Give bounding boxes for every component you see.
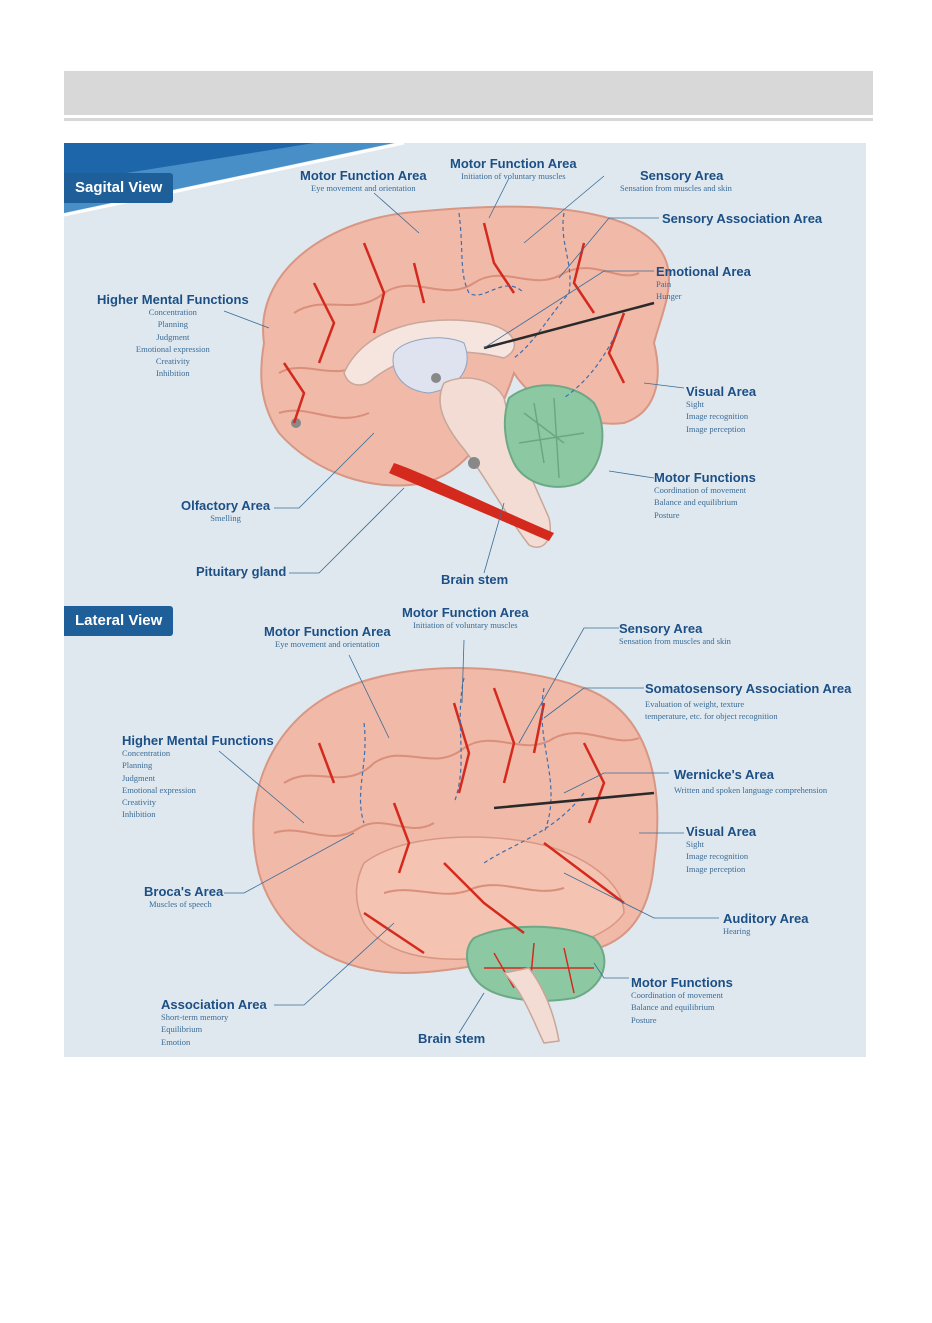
- lateral-label-higher-mental: Higher Mental Functions Concentration Pl…: [122, 734, 274, 821]
- label-detail: Inhibition: [122, 809, 156, 820]
- label-title: Wernicke's Area: [674, 767, 774, 782]
- label-detail: Concentration: [122, 748, 171, 758]
- label-detail: Smelling: [210, 513, 241, 523]
- label-detail: Sight: [686, 839, 704, 849]
- label-title: Pituitary gland: [196, 564, 287, 579]
- lateral-label-motor-function-voluntary: Motor Function Area Initiation of volunt…: [402, 606, 529, 631]
- label-detail: Planning: [157, 319, 188, 330]
- label-title: Emotional Area: [656, 264, 751, 279]
- label-detail: Judgment: [122, 772, 156, 783]
- label-title: Motor Function Area: [300, 168, 427, 183]
- lateral-label-visual-area: Visual Area Sight Image recognition Imag…: [686, 825, 756, 875]
- label-detail: Posture: [631, 1014, 657, 1025]
- label-title: Motor Function Area: [402, 605, 529, 620]
- lateral-label-auditory: Auditory Area Hearing: [723, 912, 808, 937]
- label-title: Motor Function Area: [264, 624, 391, 639]
- label-title: Broca's Area: [144, 884, 224, 899]
- sagital-label-higher-mental: Higher Mental Functions Concentration Pl…: [97, 293, 249, 380]
- label-title: Brain stem: [418, 1031, 486, 1046]
- lateral-label-somatosensory: Somatosensory Association Area Evaluatio…: [645, 682, 851, 723]
- label-detail: Pain: [656, 279, 672, 289]
- brain-anatomy-poster: Sagital View Lateral View Motor Function…: [64, 143, 866, 1057]
- label-detail: Balance and equilibrium: [631, 1002, 715, 1013]
- sagital-label-sensory-area: Sensory Area Sensation from muscles and …: [620, 169, 732, 194]
- label-detail: Muscles of speech: [149, 899, 212, 909]
- lateral-brain: [252, 667, 659, 1044]
- label-title: Higher Mental Functions: [97, 292, 249, 307]
- label-detail: Eye movement and orientation: [311, 183, 416, 193]
- label-detail: Inhibition: [156, 368, 190, 379]
- sagital-label-pituitary: Pituitary gland: [196, 565, 286, 578]
- label-detail: Initiation of voluntary muscles: [461, 171, 566, 181]
- lateral-leader-lines: [218, 627, 719, 1034]
- label-detail: Initiation of voluntary muscles: [413, 620, 518, 630]
- label-detail: Concentration: [148, 307, 197, 317]
- label-title: Auditory Area: [723, 911, 809, 926]
- label-detail: Emotional expression: [135, 343, 210, 354]
- label-title: Motor Function Area: [450, 156, 577, 171]
- label-title: Sensory Area: [640, 168, 724, 183]
- sagital-label-visual-area: Visual Area Sight Image recognition Imag…: [686, 385, 756, 435]
- label-detail: Written and spoken language comprehensio…: [674, 785, 828, 795]
- label-title: Sensory Association Area: [662, 211, 823, 226]
- label-title: Somatosensory Association Area: [645, 681, 852, 696]
- label-detail: Image perception: [686, 423, 746, 434]
- label-detail: Sensation from muscles and skin: [620, 183, 732, 193]
- lateral-label-motor-functions: Motor Functions Coordination of movement…: [631, 976, 733, 1026]
- label-title: Motor Functions: [654, 470, 756, 485]
- label-detail: Image recognition: [686, 411, 749, 422]
- label-detail: Hunger: [656, 291, 682, 302]
- sagital-label-brain-stem: Brain stem: [441, 573, 508, 586]
- label-detail: Emotion: [161, 1036, 191, 1047]
- label-detail: Emotional expression: [122, 784, 196, 795]
- lateral-label-sensory-area: Sensory Area Sensation from muscles and …: [619, 622, 731, 647]
- label-detail: Judgment: [156, 331, 190, 342]
- sagital-label-motor-function-eye: Motor Function Area Eye movement and ori…: [300, 169, 427, 194]
- label-detail: Balance and equilibrium: [654, 497, 738, 508]
- label-detail: Sight: [686, 399, 704, 409]
- label-detail: Evaluation of weight, texture: [645, 699, 745, 709]
- label-detail: Equilibrium: [161, 1024, 203, 1035]
- label-detail: Eye movement and orientation: [275, 639, 380, 649]
- label-detail: Creativity: [122, 797, 156, 808]
- label-detail: Planning: [122, 760, 153, 771]
- sagital-brain: [260, 205, 670, 548]
- sagital-leader-lines: [223, 175, 685, 574]
- header-divider: [64, 118, 873, 121]
- sagital-label-motor-functions: Motor Functions Coordination of movement…: [654, 471, 756, 521]
- lateral-label-brain-stem: Brain stem: [418, 1032, 485, 1045]
- label-detail: Hearing: [723, 926, 751, 936]
- lateral-view-badge: Lateral View: [64, 606, 174, 636]
- label-detail: Image perception: [686, 863, 746, 874]
- label-detail: Creativity: [155, 356, 190, 367]
- label-title: Brain stem: [441, 572, 509, 587]
- label-detail: Coordination of movement: [631, 990, 724, 1000]
- label-detail: Image recognition: [686, 851, 749, 862]
- label-detail: temperature, etc. for object recognition: [645, 711, 778, 722]
- label-title: Motor Functions: [631, 975, 733, 990]
- label-title: Visual Area: [686, 384, 757, 399]
- lateral-label-wernicke: Wernicke's Area Written and spoken langu…: [674, 768, 827, 796]
- label-title: Higher Mental Functions: [122, 733, 274, 748]
- sagital-label-sensory-association: Sensory Association Area: [662, 212, 822, 225]
- label-detail: Posture: [654, 509, 680, 520]
- label-title: Visual Area: [686, 824, 757, 839]
- brain-illustration: [64, 143, 719, 1044]
- header-bar: [64, 71, 873, 115]
- lateral-label-association: Association Area Short-term memory Equil…: [161, 998, 267, 1048]
- lateral-label-motor-function-eye: Motor Function Area Eye movement and ori…: [264, 625, 391, 650]
- label-title: Olfactory Area: [181, 498, 271, 513]
- label-detail: Short-term memory: [161, 1012, 229, 1022]
- sagital-label-emotional-area: Emotional Area Pain Hunger: [656, 265, 751, 303]
- label-detail: Sensation from muscles and skin: [619, 636, 731, 646]
- sagital-label-motor-function-voluntary: Motor Function Area Initiation of volunt…: [450, 157, 577, 182]
- lateral-label-broca: Broca's Area Muscles of speech: [144, 885, 223, 910]
- label-title: Sensory Area: [619, 621, 703, 636]
- label-detail: Coordination of movement: [654, 485, 747, 495]
- sagital-label-olfactory: Olfactory Area Smelling: [181, 499, 270, 524]
- label-title: Association Area: [161, 997, 267, 1012]
- sagital-view-badge: Sagital View: [64, 173, 174, 203]
